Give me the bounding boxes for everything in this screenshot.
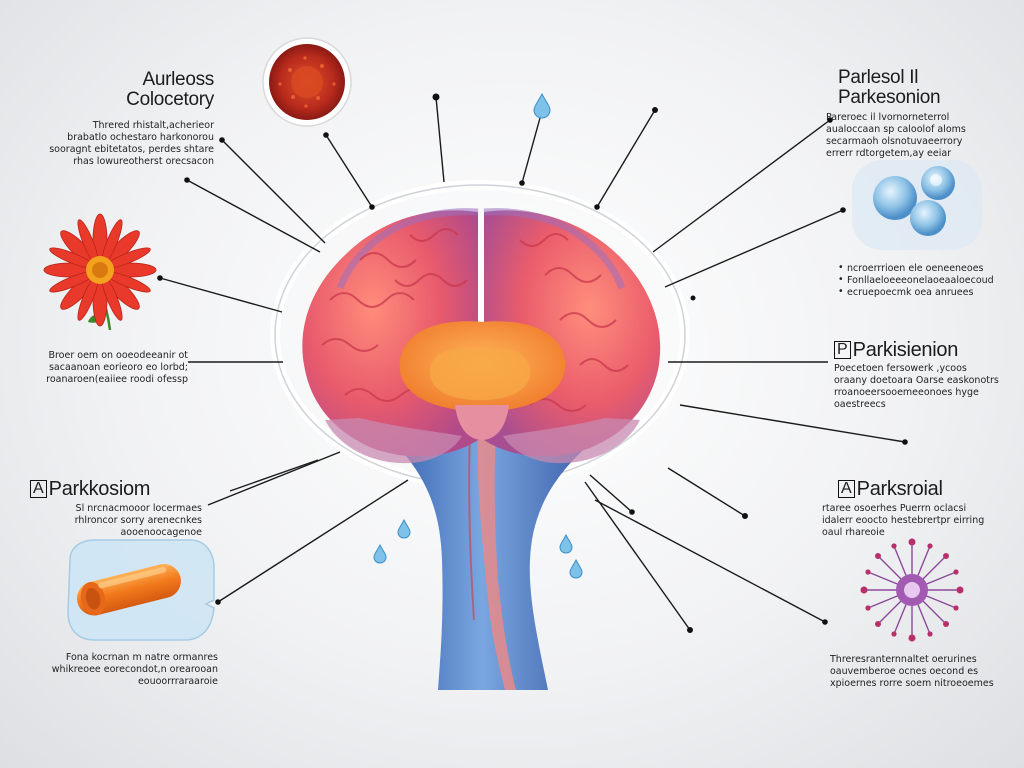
badge: P [834,341,851,359]
text-line: rroanoeersooemeeonoes hyge [834,386,979,398]
text-line: Broer oem on ooeodeeanir ot [48,350,188,361]
right-bullet-list: ncroerrrioen ele oeneeneoes Fonllaeloeee… [838,262,1018,299]
text-line: oaestreecs [834,398,886,410]
blood-cell-icon [262,37,352,127]
text-line: rhas lowureotherst orecsacon [73,155,214,167]
badge: A [30,480,47,498]
flower-icon [43,213,157,331]
bottom-left-text: Fona kocrnan m natre ormanres whikreoee … [22,652,218,688]
top-right-text: Pareroec il lvornorneterrol aualoccaan s… [826,112,1016,160]
lower-right-text: rtaree osoerhes Puerrn oclacsi idalerr e… [822,503,1018,539]
text-line: Sl nrcnacmooor locermaes [75,503,202,514]
text-line: Threred rhistalt,acherieor [92,120,214,131]
mid-left-text: Broer oem on ooeodeeanir ot sacaanoan eo… [10,350,188,386]
text-line: Pareroec il lvornorneterrol [826,112,950,123]
text-line: Fona kocrnan m natre ormanres [65,652,218,663]
badge: A [838,480,855,498]
text-line: sacaanoan eorieoro eo lorbd; [48,361,188,373]
text-line: sooragnt ebitetatos, perdes shtare [49,143,214,155]
text-line: rtaree osoerhes Puerrn oclacsi [822,503,967,514]
label-top-left: Aurleoss Colocetory [40,70,214,110]
text-line: oauvemberoe ocnes oecond es [830,665,979,677]
cells-icon [852,160,982,250]
virus-core [896,574,928,606]
bottom-right-text: Threresranternnaltet oerurines oauvember… [830,654,1020,690]
mid-right-title: Parkisienion [852,339,959,361]
top-right-title-line1: Parlesol Il [838,67,919,88]
text-line: whikreoee eorecondot,n orearooan [51,663,218,675]
list-item: ecruepoecmk oea anruees [838,286,1018,299]
virus-spikes [860,538,964,642]
text-line: aooenoocagenoe [120,526,202,538]
droplet-icon [373,92,583,579]
lower-left-title: Parkkosiom [48,478,151,500]
text-line: brabatlo ochestaro harkonorou [67,131,214,143]
brain-stem [392,427,592,690]
text-line: idalerr eoocto hestebrertpr eirring [822,514,985,526]
text-line: Threresranternnaltet oerurines [830,654,977,665]
text-line: rhlroncor sorry arenecnkes [74,514,202,526]
mid-right-text: Poecetoen fersowerk ,ycoos oraany doetoa… [834,363,1020,411]
top-right-title-line2: Parkesonion [838,86,941,108]
text-line: Poecetoen fersowerk ,ycoos [834,363,967,374]
top-left-text: Threred rhistalt,acherieor brabatlo oche… [18,120,214,168]
connector-nodes [157,93,908,633]
capsule-icon [67,539,215,641]
text-line: secarmaoh olsnotuvaeerrory [826,135,963,147]
top-left-title-line1: Aurleoss [142,69,214,90]
connector-lines [159,96,906,631]
list-item: ncroerrrioen ele oeneeneoes [838,262,1018,275]
text-line: oaul rhareoie [822,526,885,538]
text-line: oraany doetoara Oarse easkonotrs [834,374,999,386]
list-item: Fonllaeloeeeonelaoeaaloecoud [838,274,1018,287]
top-left-title-line2: Colocetory [126,88,214,110]
text-line: xpioernes rorre soem nitroeoemes [830,677,994,689]
thalamus [399,321,566,440]
label-top-right: Parlesol Il Parkesonion [838,68,1008,108]
text-line: errerr rdtorgetem,ay eeiar [826,147,952,159]
cerebellum [325,418,640,464]
text-line: eouoorrraraaroie [137,675,218,687]
lower-left-text: Sl nrcnacmooor locermaes rhlroncor sorry… [20,503,202,539]
text-line: roanaroen(eaiiee roodi ofessp [46,373,188,385]
text-line: aualoccaan sp caloolof aloms [826,123,966,135]
lower-right-title: Parksroial [856,478,943,500]
